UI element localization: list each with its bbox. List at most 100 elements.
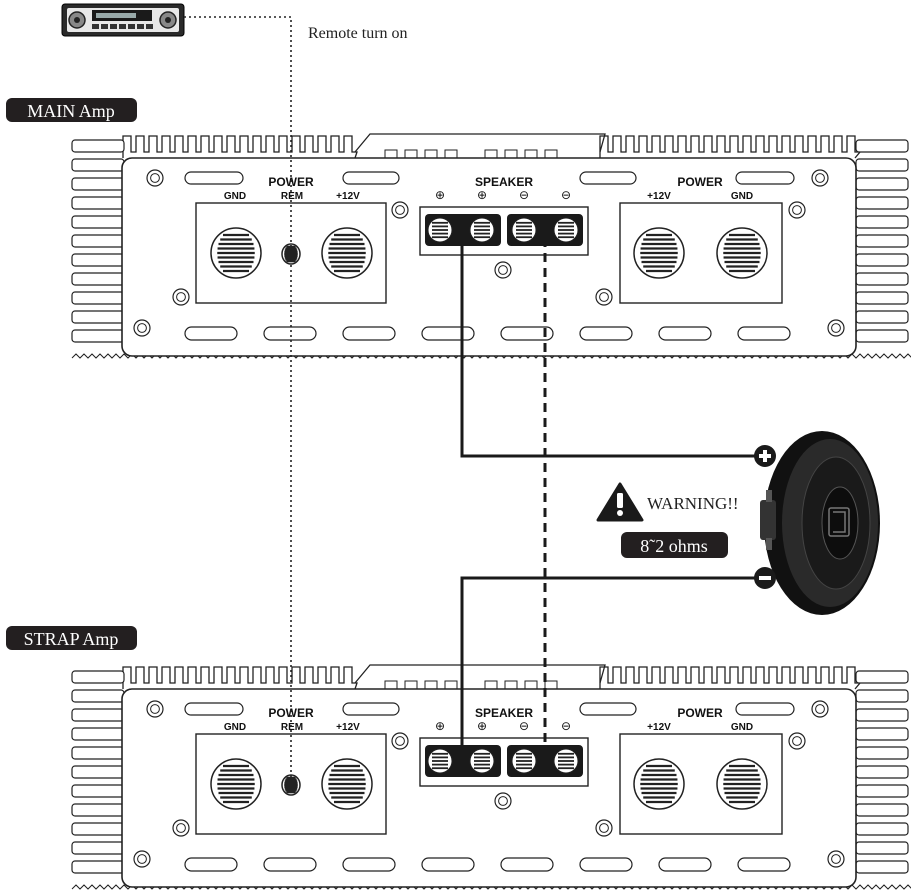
heatsink-fin (855, 329, 909, 343)
heatsink-fin (855, 765, 909, 779)
main-amp-title: MAIN Amp (27, 101, 115, 121)
heatsink-fin (855, 215, 909, 229)
vent-slot (263, 326, 317, 341)
remote-label: Remote turn on (308, 25, 408, 42)
power-right-terminal-label: GND (731, 722, 753, 733)
heatsink-fin (855, 291, 909, 305)
speaker-terminal-label: ⊕ (435, 188, 445, 202)
speaker-negative-terminal (754, 567, 776, 589)
heatsink-fin (855, 803, 909, 817)
heatsink-fin (71, 215, 125, 229)
warning-text: WARNING!! (647, 494, 739, 513)
speaker-terminal-screw (553, 217, 579, 243)
speaker-terminal-label: ⊕ (477, 188, 487, 202)
vent-slot (342, 702, 400, 716)
heatsink-fin (855, 177, 909, 191)
negative-speaker-wire (460, 576, 757, 769)
vent-slot (342, 171, 400, 185)
heatsink-fin (855, 822, 909, 836)
heatsink-fin (71, 841, 125, 855)
screw-icon (133, 850, 151, 868)
power-terminal-icon (210, 227, 262, 279)
screw-icon (788, 201, 806, 219)
screw-icon (146, 169, 164, 187)
screw-icon (494, 261, 512, 279)
heatsink-fin (855, 708, 909, 722)
vent-slot (579, 857, 633, 872)
power-left-terminal-label: GND (224, 191, 246, 202)
vent-slot (737, 857, 791, 872)
heatsink-fin (71, 860, 125, 874)
vent-slot (735, 702, 795, 716)
screw-icon (172, 819, 190, 837)
power-right-terminal-label: GND (731, 191, 753, 202)
vent-slot (184, 857, 238, 872)
vent-slot (658, 857, 712, 872)
warning-block: WARNING!! 8˜2 ohms (596, 482, 739, 558)
heatsink-fin (855, 860, 909, 874)
power-right-title: POWER (677, 175, 723, 189)
screw-icon (133, 319, 151, 337)
speaker-terminal-label: ⊕ (477, 719, 487, 733)
screw-icon (595, 288, 613, 306)
main-amp-title-badge: MAIN Amp (6, 98, 137, 122)
screw-icon (788, 732, 806, 750)
vent-slot (184, 326, 238, 341)
heatsink-fin (71, 196, 125, 210)
vent-slot (735, 171, 795, 185)
speaker-terminal-screw (553, 748, 579, 774)
speaker-terminal-screw (427, 217, 453, 243)
power-left-terminal-label: GND (224, 722, 246, 733)
speaker-positive-terminal (754, 445, 776, 467)
heatsink-fin (71, 765, 125, 779)
speaker-title: SPEAKER (475, 175, 533, 189)
power-left-terminal-label: +12V (336, 722, 360, 733)
power-left-terminal-label: +12V (336, 191, 360, 202)
vent-slot (658, 326, 712, 341)
heatsink-fin (71, 803, 125, 817)
speaker-terminal-screw (427, 748, 453, 774)
heatsink-fin (855, 272, 909, 286)
heatsink-fin (71, 689, 125, 703)
power-terminal-icon (633, 227, 685, 279)
heatsink-fin (71, 746, 125, 760)
screw-icon (827, 850, 845, 868)
screw-icon (391, 732, 409, 750)
vent-slot (421, 857, 475, 872)
heatsink-fin (71, 670, 125, 684)
power-terminal-icon (210, 758, 262, 810)
power-terminal-icon (716, 758, 768, 810)
speaker-terminal-screw (511, 748, 537, 774)
heatsink-fin (855, 253, 909, 267)
heatsink-fin (855, 727, 909, 741)
screw-icon (827, 319, 845, 337)
vent-slot (184, 702, 244, 716)
remote-wire (184, 16, 292, 785)
impedance-text: 8˜2 ohms (640, 536, 708, 556)
speaker-terminal-label: ⊖ (519, 719, 529, 733)
heatsink-fin (855, 234, 909, 248)
heatsink-fin (71, 139, 125, 153)
speaker-title: SPEAKER (475, 706, 533, 720)
power-right-title: POWER (677, 706, 723, 720)
vent-slot (342, 857, 396, 872)
speaker-terminal-label: ⊕ (435, 719, 445, 733)
heatsink-fin (855, 310, 909, 324)
speaker-terminal-label: ⊖ (519, 188, 529, 202)
subwoofer-icon (760, 431, 880, 615)
power-left-terminal-label: REM (281, 722, 303, 733)
screw-icon (494, 792, 512, 810)
power-right-terminal-label: +12V (647, 722, 671, 733)
heatsink-fin (71, 291, 125, 305)
strap-amp-title-badge: STRAP Amp (6, 626, 137, 650)
speaker-terminal-label: ⊖ (561, 719, 571, 733)
heatsink-fin (71, 329, 125, 343)
power-terminal-icon (321, 227, 373, 279)
heatsink-fin (71, 234, 125, 248)
vent-slot (579, 326, 633, 341)
heatsink-fin (71, 177, 125, 191)
power-terminal-icon (321, 758, 373, 810)
speaker-terminal-screw (469, 748, 495, 774)
